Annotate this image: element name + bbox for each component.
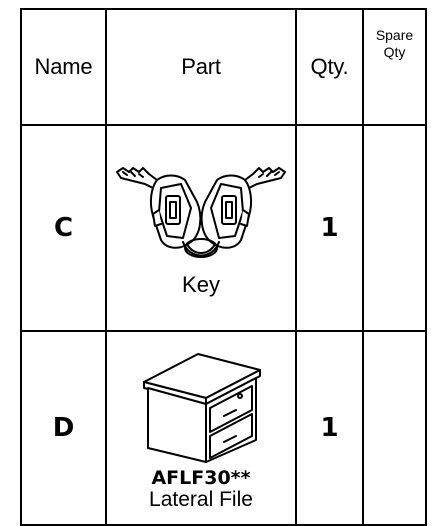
qty-cell: 1 [295,330,364,526]
part-letter: D [52,413,75,443]
part-label: Lateral File [149,487,253,511]
qty-value: 1 [320,413,339,443]
header-part-label: Part [181,54,221,79]
part-cell: AFLF30** Lateral File [105,330,297,526]
parts-table: Name Part Qty. Spare Qty C [20,8,427,526]
lateral-file-cabinet-icon [143,352,261,463]
header-name: Name [20,8,107,126]
spare-qty-cell [362,330,427,526]
header-qty: Qty. [295,8,364,126]
part-cell: Key [105,124,297,332]
header-spare-line2: Qty [383,44,406,60]
header-spare-qty: Spare Qty [362,8,427,126]
row-letter-cell: C [20,124,107,332]
spare-qty-cell [362,124,427,332]
qty-cell: 1 [295,124,364,332]
table-header-row: Name Part Qty. Spare Qty [20,8,427,126]
row-letter-cell: D [20,330,107,526]
part-letter: C [53,213,74,243]
header-spare-qty-label: Spare Qty [376,27,413,61]
qty-value: 1 [320,213,339,243]
header-spare-line1: Spare [375,27,414,43]
header-name-label: Name [34,54,93,79]
table-row: D [20,330,427,526]
table-row: C [20,124,427,332]
key-pair-icon [116,167,286,258]
part-label: Key [182,272,220,297]
header-qty-label: Qty. [310,54,349,79]
header-part: Part [105,8,297,126]
part-code: AFLF30** [151,466,251,489]
